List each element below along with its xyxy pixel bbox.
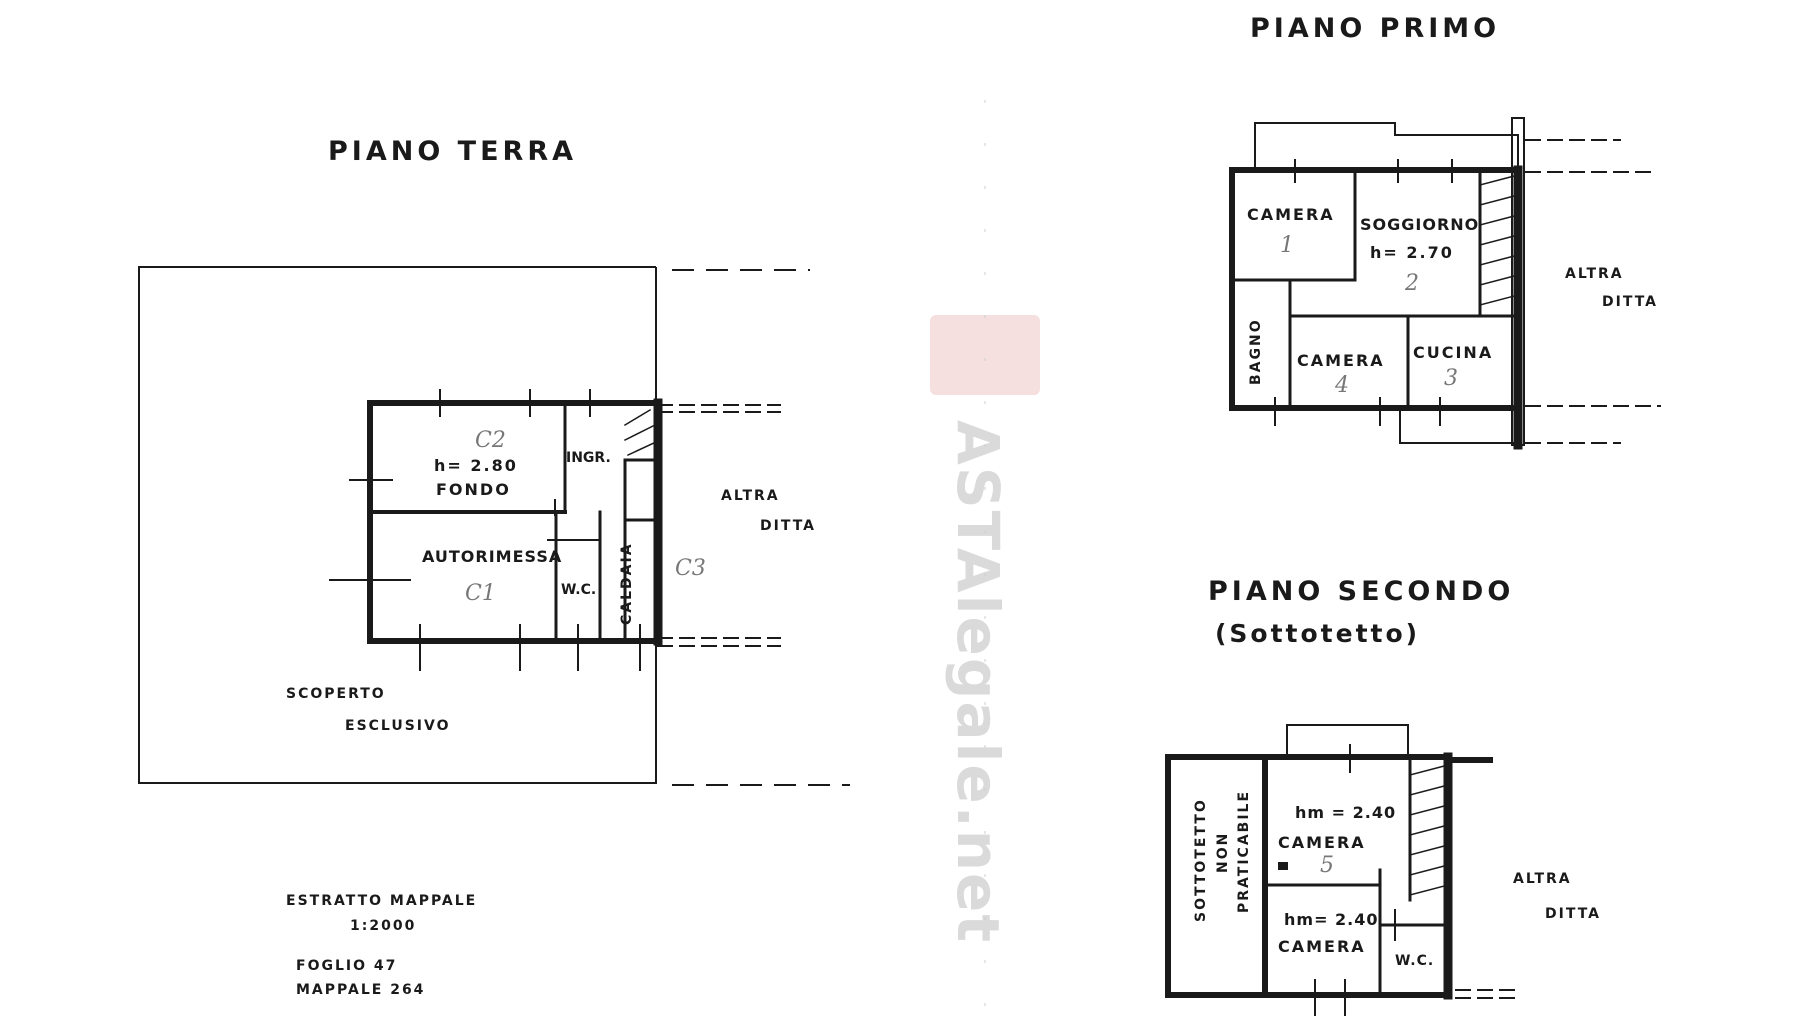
second-floor-wc-label: W.C. <box>1395 953 1434 969</box>
caldaia-label: CALDAIA <box>619 542 635 625</box>
ingresso-label: INGR. <box>566 450 611 466</box>
neighbour-label-line2: DITTA <box>760 518 816 534</box>
camera5-height: hm = 2.40 <box>1295 803 1396 822</box>
camera1-number: 1 <box>1280 233 1294 258</box>
fondo-height: h= 2.80 <box>434 456 518 475</box>
second-floor-neighbour-line1: ALTRA <box>1513 871 1572 887</box>
cadastral-extract: ESTRATTO MAPPALE <box>286 893 477 909</box>
watermark-logo <box>930 315 1040 395</box>
autorimessa-note: C1 <box>465 581 496 606</box>
ground-floor-walls <box>329 389 781 671</box>
camera6-height: hm= 2.40 <box>1284 910 1379 929</box>
soggiorno-number: 2 <box>1404 271 1419 296</box>
second-floor-subtitle: (Sottotetto) <box>1215 619 1420 648</box>
second-floor-neighbour-line2: DITTA <box>1545 906 1601 922</box>
yard-label-line1: SCOPERTO <box>286 686 386 702</box>
cadastral-foglio: FOGLIO 47 <box>296 958 397 974</box>
second-floor-plan: PIANO SECONDO (Sottotetto) SOTTOTETTO NO… <box>1165 576 1601 1016</box>
watermark-text: ASTAlegale.net <box>944 420 1012 944</box>
wc-label: W.C. <box>561 582 596 598</box>
camera5-number: 5 <box>1320 853 1334 878</box>
bagno-label: BAGNO <box>1248 318 1264 385</box>
sottotetto-label: SOTTOTETTO <box>1193 798 1209 922</box>
ground-floor-title: PIANO TERRA <box>328 136 577 167</box>
lot-boundary <box>138 266 850 786</box>
cadastral-scale: 1:2000 <box>350 918 416 934</box>
sottotetto-label-2: NON <box>1215 832 1231 873</box>
second-floor-walls <box>1165 724 1521 1016</box>
soggiorno-height: h= 2.70 <box>1370 243 1454 262</box>
first-floor-plan: PIANO PRIMO <box>1229 13 1661 450</box>
cucina-number: 3 <box>1444 366 1458 391</box>
ground-floor-plan: PIANO TERRA <box>138 136 850 998</box>
camera4-number: 4 <box>1334 373 1349 398</box>
cadastral-mappale: MAPPALE 264 <box>296 982 425 998</box>
first-floor-walls <box>1229 117 1661 450</box>
camera4-label: CAMERA <box>1297 351 1385 370</box>
yard-label-line2: ESCLUSIVO <box>345 718 451 734</box>
soggiorno-label: SOGGIORNO <box>1360 215 1479 234</box>
first-floor-title: PIANO PRIMO <box>1250 13 1500 44</box>
caldaia-note: C3 <box>675 556 706 581</box>
sottotetto-label-3: PRATICABILE <box>1236 790 1252 913</box>
first-floor-neighbour-line1: ALTRA <box>1565 266 1624 282</box>
fondo-note: C2 <box>475 428 506 453</box>
neighbour-label-line1: ALTRA <box>721 488 780 504</box>
watermark: ASTAlegale.net <box>930 315 1040 944</box>
camera6-label: CAMERA <box>1278 937 1366 956</box>
fondo-label: FONDO <box>436 480 511 499</box>
camera5-marker <box>1278 862 1288 870</box>
camera1-label: CAMERA <box>1247 205 1335 224</box>
camera5-label: CAMERA <box>1278 833 1366 852</box>
cucina-label: CUCINA <box>1413 343 1493 362</box>
second-floor-title: PIANO SECONDO <box>1208 576 1514 607</box>
first-floor-neighbour-line2: DITTA <box>1602 294 1658 310</box>
autorimessa-label: AUTORIMESSA <box>422 547 562 566</box>
